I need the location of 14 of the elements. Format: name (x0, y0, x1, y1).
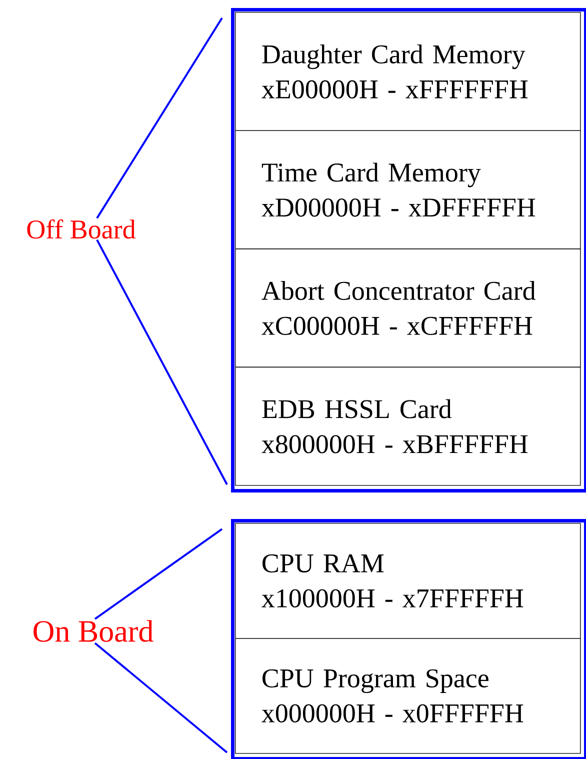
memory-region-cell: CPU Program Space x000000H - x0FFFFFH (235, 638, 581, 754)
group-label: Off Board (27, 219, 136, 239)
bracket-line (94, 642, 228, 754)
memory-region-cell: CPU RAM x100000H - x7FFFFFH (235, 523, 581, 639)
memory-region-cell: Daughter Card Memory xE00000H - xFFFFFFH (235, 12, 581, 131)
bracket-line (94, 528, 223, 620)
bracket-line (96, 239, 228, 485)
memory-region-cell: EDB HSSL Card x800000H - xBFFFFFH (235, 366, 581, 486)
memory-map-frame (231, 519, 586, 759)
memory-region-cell: Time Card Memory xD00000H - xDFFFFFH (235, 130, 581, 250)
memory-region-cell: Abort Concentrator Card xC00000H - xCFFFFFH (235, 248, 581, 368)
group-label: On Board (34, 620, 154, 642)
bracket-line (96, 17, 223, 219)
memory-map-frame (231, 8, 586, 492)
